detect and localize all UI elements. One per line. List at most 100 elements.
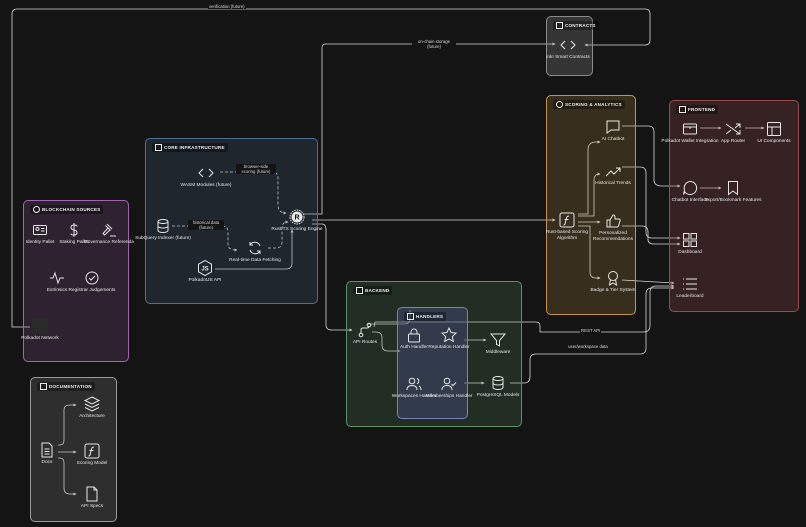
group-scoring-analytics: SCORING & ANALYTICS bbox=[546, 95, 636, 315]
group-contracts: CONTRACTS bbox=[546, 16, 599, 76]
node-identity-pallet[interactable]: Identity Pallet bbox=[10, 222, 70, 246]
edge-realtime-to-engine bbox=[268, 220, 289, 249]
node-postgres[interactable]: PostgreSQL Models bbox=[468, 375, 528, 399]
node-label: Export/Bookmark Features bbox=[704, 198, 762, 203]
database-icon bbox=[157, 219, 169, 234]
node-workspaces-handler[interactable]: Workspaces Handler bbox=[384, 376, 444, 400]
group-handlers: HANDLERS bbox=[397, 307, 468, 419]
node-polkadotjs[interactable]: JS PolkadotJS API bbox=[175, 259, 235, 284]
node-label: ink! Smart Contracts bbox=[546, 55, 590, 60]
node-label: Polkadot Network bbox=[21, 336, 59, 341]
node-middleware[interactable]: Middleware bbox=[468, 332, 528, 356]
check-circle-icon bbox=[85, 271, 99, 285]
node-leaderboard[interactable]: Leaderboard bbox=[660, 276, 720, 300]
group-title: BACKEND bbox=[353, 286, 393, 295]
node-label: PostgreSQL Models bbox=[476, 393, 520, 398]
node-wasm[interactable]: WASM Modules (future) bbox=[176, 165, 236, 189]
user-check-icon bbox=[441, 377, 457, 391]
filter-icon bbox=[489, 333, 507, 347]
function-icon bbox=[84, 443, 100, 459]
node-label: WASM Modules (future) bbox=[180, 183, 232, 188]
node-label: Extrinsics bbox=[46, 288, 68, 293]
node-app-router[interactable]: App Router bbox=[703, 121, 763, 145]
node-dashboard[interactable]: Dashboard bbox=[660, 232, 720, 256]
edge-subquery-to-realtime bbox=[172, 225, 238, 252]
node-label: Auth Handler bbox=[400, 345, 428, 350]
node-label: API Specs bbox=[80, 504, 104, 509]
node-historical-trends[interactable]: Historical Trends bbox=[583, 163, 643, 187]
node-label: Identity Pallet bbox=[25, 240, 55, 245]
node-extrinsics[interactable]: Extrinsics bbox=[27, 270, 87, 294]
node-docs[interactable]: Docs bbox=[17, 442, 77, 466]
node-label: PolkadotJS API bbox=[188, 278, 222, 283]
node-label: App Router bbox=[720, 139, 746, 144]
node-auth-handler[interactable]: Auth Handler bbox=[384, 327, 444, 351]
node-governance[interactable]: Governance Referenda bbox=[79, 222, 139, 246]
database-icon bbox=[492, 376, 504, 391]
node-label: Reputation Handler bbox=[428, 345, 470, 350]
edge-rest-api bbox=[373, 284, 675, 333]
node-label: Real-time Data Fetching bbox=[229, 258, 281, 263]
node-ui-components[interactable]: UI Components bbox=[744, 121, 804, 145]
group-title: CORE INFRASTRUCTURE bbox=[152, 143, 228, 152]
lock-icon bbox=[408, 328, 420, 343]
node-label: Workspaces Handler bbox=[391, 394, 437, 399]
node-chatbot-interface[interactable]: Chatbot Interface bbox=[660, 180, 720, 204]
node-memberships-handler[interactable]: Memberships Handler bbox=[419, 376, 479, 400]
node-subquery[interactable]: SubQuery Indexer (future) bbox=[133, 218, 193, 242]
node-realtime[interactable]: Real-time Data Fetching bbox=[225, 240, 285, 264]
node-label: Registrar Judgements bbox=[68, 288, 116, 293]
polkadot-logo-icon bbox=[32, 318, 48, 334]
group-title: SCORING & ANALYTICS bbox=[553, 100, 625, 109]
node-ink-contracts[interactable]: ink! Smart Contracts bbox=[538, 37, 598, 61]
node-api-specs[interactable]: API Specs bbox=[62, 486, 122, 510]
edge-verification bbox=[11, 8, 651, 328]
star-icon bbox=[440, 326, 458, 343]
list-icon bbox=[683, 278, 697, 290]
edge-algorithm-to-badge bbox=[578, 225, 601, 280]
node-scoring-model[interactable]: Scoring Model bbox=[62, 443, 122, 467]
node-label: Governance Referenda bbox=[84, 240, 134, 245]
node-api-routes[interactable]: API Routes bbox=[335, 322, 395, 346]
node-ai-chatbot[interactable]: AI Chatbot bbox=[583, 119, 643, 143]
node-reputation-handler[interactable]: Reputation Handler bbox=[419, 326, 479, 351]
node-label: Historical Trends bbox=[595, 181, 631, 186]
edge-algorithm-to-chatbot bbox=[578, 140, 601, 215]
node-export[interactable]: Export/Bookmark Features bbox=[703, 180, 763, 204]
node-label: Middleware bbox=[485, 350, 511, 355]
rust-logo-icon: R bbox=[289, 209, 305, 225]
group-title: BLOCKCHAIN SOURCES bbox=[30, 205, 104, 214]
file-icon bbox=[86, 486, 98, 502]
node-label: Rust/TS Scoring Engine bbox=[271, 227, 323, 232]
edge-postgres-to-frontend bbox=[510, 286, 675, 384]
node-rust-engine[interactable]: R Rust/TS Scoring Engine bbox=[267, 209, 327, 233]
node-personalized[interactable]: Personalized Recommendations bbox=[583, 213, 643, 242]
node-label: Rust-based Scoring Algorithm bbox=[545, 230, 589, 241]
users-icon bbox=[406, 377, 422, 391]
node-label: Chatbot Interface bbox=[671, 198, 709, 203]
svg-text:JS: JS bbox=[201, 267, 208, 273]
node-architecture[interactable]: Architecture bbox=[62, 396, 122, 420]
message-square-icon bbox=[606, 120, 620, 134]
node-label: Personalized Recommendations bbox=[593, 231, 633, 242]
node-rust-algorithm[interactable]: Rust-based Scoring Algorithm bbox=[537, 212, 597, 241]
group-backend: BACKEND bbox=[346, 281, 522, 427]
node-wallet[interactable]: Polkadot Wallet Integration bbox=[660, 121, 720, 145]
node-polkadot-network[interactable]: Polkadot Network bbox=[10, 318, 70, 342]
node-label: Architecture bbox=[79, 414, 105, 419]
function-icon bbox=[559, 212, 575, 228]
edge-badge-to-leaderboard bbox=[621, 279, 675, 285]
group-title: FRONTEND bbox=[676, 105, 719, 114]
message-circle-icon bbox=[683, 180, 698, 195]
edge-chatbot-to-interface bbox=[622, 125, 681, 188]
id-card-icon bbox=[33, 225, 47, 235]
edge-label-browser-scoring: browser-side scoring (future) bbox=[236, 164, 276, 174]
node-label: Polkadot Wallet Integration bbox=[661, 139, 719, 144]
node-registrar[interactable]: Registrar Judgements bbox=[62, 270, 122, 294]
node-label: AI Chatbot bbox=[601, 137, 625, 142]
node-badge[interactable]: Badge & Tier System bbox=[583, 270, 643, 294]
edge-docs-to-api-specs bbox=[58, 457, 77, 496]
edge-label-onchain: on-chain storage (future) bbox=[412, 39, 456, 49]
node-staking-pallet[interactable]: Staking Pallet bbox=[44, 222, 104, 246]
